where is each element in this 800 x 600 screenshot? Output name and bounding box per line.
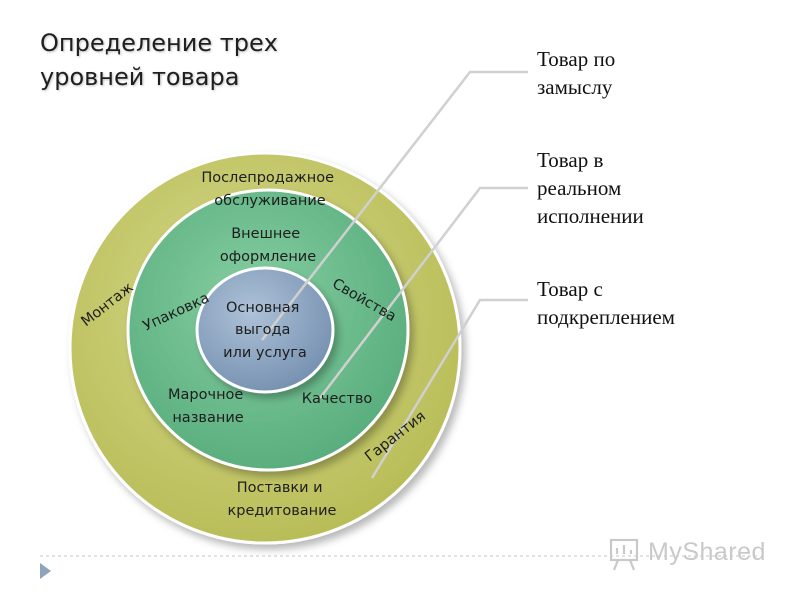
- middle-top-label: Внешнее оформление: [220, 226, 316, 265]
- outer-top-label: Послепродажное обслуживание: [201, 170, 338, 209]
- level-actual-line-2: реальном: [537, 176, 622, 200]
- level-actual-line-1: Товар в: [537, 148, 604, 172]
- level-concept-line-2: замыслу: [537, 75, 613, 99]
- core-line-1: Основная: [226, 300, 299, 316]
- page-title: Определение трех уровней товара: [40, 26, 278, 94]
- watermark-text: MyShared: [648, 538, 766, 566]
- middle-bottom-right-label: Качество: [302, 391, 373, 407]
- level-concept-line-1: Товар по: [537, 47, 616, 71]
- middle-bottom-left-line-2: название: [172, 410, 243, 426]
- core-label: Основная выгода или услуга: [223, 300, 307, 361]
- outer-bottom-label: Поставки и кредитование: [228, 480, 337, 519]
- level-actual-label: Товар в реальном исполнении: [537, 146, 644, 230]
- outer-bottom-line-2: кредитование: [228, 503, 337, 519]
- outer-bottom-line-1: Поставки и: [237, 480, 323, 496]
- middle-top-line-1: Внешнее: [231, 226, 300, 242]
- core-circle: [195, 266, 335, 394]
- outer-top-line-1: Послепродажное: [201, 170, 334, 186]
- title-line-1: Определение трех: [40, 29, 278, 57]
- level-augmented-label: Товар с подкреплением: [537, 275, 675, 331]
- level-augmented-line-2: подкреплением: [537, 305, 675, 329]
- presentation-board-icon: [609, 538, 639, 571]
- core-line-2: выгода: [235, 322, 290, 338]
- title-line-2: уровней товара: [40, 63, 240, 91]
- connector-actual: [319, 186, 528, 399]
- level-actual-line-3: исполнении: [537, 204, 644, 228]
- nav-arrow-icon[interactable]: [40, 563, 51, 579]
- connector-augmented: [370, 298, 528, 479]
- middle-bottom-left-line-1: Марочное: [168, 387, 243, 403]
- middle-bottom-left-label: Марочное название: [168, 387, 248, 426]
- middle-top-line-2: оформление: [220, 249, 316, 265]
- level-concept-label: Товар по замыслу: [537, 45, 615, 101]
- level-augmented-line-1: Товар с: [537, 277, 603, 301]
- connector-concept: [261, 70, 528, 341]
- outer-top-line-2: обслуживание: [214, 193, 325, 209]
- core-line-3: или услуга: [223, 345, 307, 361]
